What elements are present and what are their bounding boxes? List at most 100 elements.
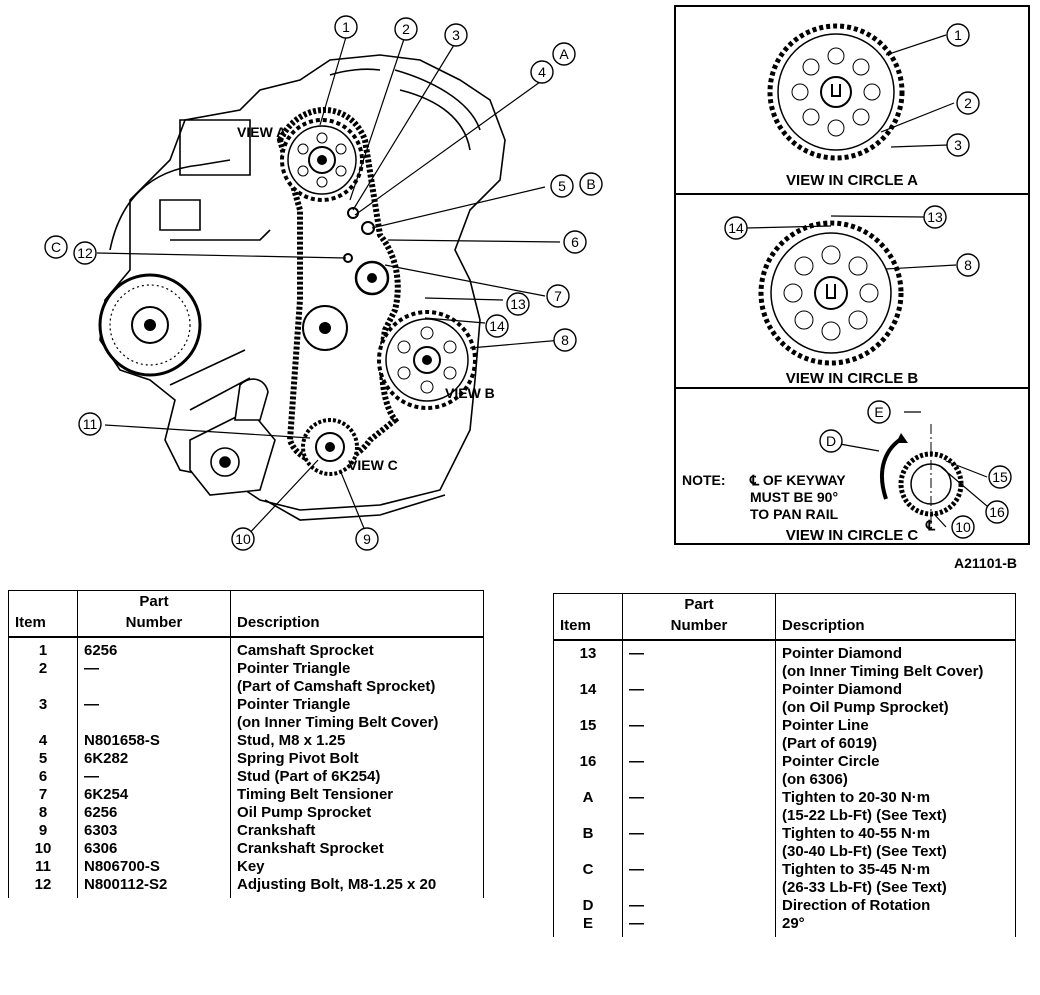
table-row: 3—Pointer Triangle(on Inner Timing Belt …: [8, 696, 484, 732]
cell-item: 12: [8, 876, 78, 898]
cell-description: Pointer Triangle(on Inner Timing Belt Co…: [230, 696, 484, 732]
note-line: ℄ OF KEYWAY: [750, 472, 846, 488]
panel-a-callout: 1: [954, 27, 962, 43]
table-row: B—Tighten to 40-55 N·m(30-40 Lb-Ft) (See…: [553, 825, 1016, 861]
panel-b-callout: 13: [927, 209, 943, 225]
cell-description: Key: [230, 858, 484, 876]
cell-description: Crankshaft Sprocket: [230, 840, 484, 858]
panel-c-callout-circle: [867, 400, 891, 424]
callout-2-circle: [394, 17, 418, 41]
cell-item: C: [553, 861, 623, 897]
description-line: (on 6306): [782, 771, 848, 788]
description-line: Stud, M8 x 1.25: [237, 732, 346, 749]
callout-3-circle: [444, 23, 468, 47]
callout-8-circle: [553, 328, 577, 352]
callout-9: 9: [363, 531, 371, 547]
cell-description: Pointer Triangle(Part of Camshaft Sprock…: [230, 660, 484, 696]
cell-part-number: —: [622, 640, 776, 681]
cell-part-number: 6256: [77, 637, 231, 660]
table-row: 13—Pointer Diamond(on Inner Timing Belt …: [553, 640, 1016, 681]
cell-part-number: N806700-S: [77, 858, 231, 876]
callout-10: 10: [235, 531, 251, 547]
cell-description: Pointer Circle(on 6306): [775, 753, 1016, 789]
cell-description: Crankshaft: [230, 822, 484, 840]
rail: [169, 349, 251, 411]
table-row: 15—Pointer Line(Part of 6019): [553, 717, 1016, 753]
cell-description: Tighten to 35-45 N·m(26-33 Lb-Ft) (See T…: [775, 861, 1016, 897]
col-part-number: Part Number: [622, 593, 776, 641]
col-part-number: Part Number: [77, 590, 231, 638]
view-label-a: VIEW A: [237, 124, 287, 140]
description-line: Timing Belt Tensioner: [237, 786, 394, 803]
cell-item: E: [553, 915, 623, 937]
callout-1: 1: [342, 19, 350, 35]
description-line: (on Inner Timing Belt Cover): [237, 714, 439, 731]
col-description: Description: [775, 593, 1016, 641]
callout-6: 6: [571, 234, 579, 250]
cell-description: Spring Pivot Bolt: [230, 750, 484, 768]
engine-block-outline: [99, 54, 506, 511]
intake-runners: [329, 68, 481, 151]
cell-description: 29°: [775, 915, 1016, 937]
panel-a-callout: 2: [964, 95, 972, 111]
cell-part-number: —: [622, 753, 776, 789]
callout-13-circle: [506, 292, 530, 316]
panel-a-callout-circle: [956, 91, 980, 115]
cell-item: 11: [8, 858, 78, 876]
table-row: 2—Pointer Triangle(Part of Camshaft Spro…: [8, 660, 484, 696]
callout-7: 7: [554, 288, 562, 304]
panel-c-callout: 15: [992, 469, 1008, 485]
description-line: Tighten to 35-45 N·m: [782, 861, 931, 878]
hose-top: [170, 229, 271, 241]
description-line: Stud (Part of 6K254): [237, 768, 381, 785]
cell-item: 6: [8, 768, 78, 786]
callout-letter-B: B: [586, 176, 595, 192]
cell-part-number: N801658-S: [77, 732, 231, 750]
panel-a-drawing: 123: [767, 23, 980, 161]
description-line: Pointer Line: [782, 717, 869, 734]
cell-item: A: [553, 789, 623, 825]
description-line: (Part of 6019): [782, 735, 878, 752]
col-part-line1: Part: [684, 596, 714, 613]
cell-item: 14: [553, 681, 623, 717]
panel-c-callout-circle: [951, 515, 975, 539]
oil-pump-sprocket: [377, 310, 477, 410]
callout-6-circle: [563, 230, 587, 254]
description-line: (26-33 Lb-Ft) (See Text): [782, 879, 947, 896]
cell-part-number: —: [77, 768, 231, 786]
callout-3: 3: [452, 27, 460, 43]
tensioner-pulley: [354, 260, 390, 296]
cell-item: D: [553, 897, 623, 915]
cell-item: B: [553, 825, 623, 861]
col-item: Item: [553, 593, 623, 641]
col-part-line1: Part: [139, 593, 169, 610]
col-part-line2: Number: [125, 614, 183, 631]
cell-part-number: —: [622, 717, 776, 753]
table-row: A—Tighten to 20-30 N·m(15-22 Lb-Ft) (See…: [553, 789, 1016, 825]
callout-13: 13: [510, 296, 526, 312]
description-line: Crankshaft: [237, 822, 316, 839]
cell-part-number: —: [622, 861, 776, 897]
cell-item: 1: [8, 637, 78, 660]
description-line: Pointer Diamond: [782, 681, 903, 698]
description-line: Spring Pivot Bolt: [237, 750, 359, 767]
description-line: Tighten to 20-30 N·m: [782, 789, 931, 806]
crankshaft-damper-pulley: [98, 273, 202, 377]
cell-part-number: —: [77, 696, 231, 732]
description-line: (30-40 Lb-Ft) (See Text): [782, 843, 947, 860]
description-line: Tighten to 40-55 N·m: [782, 825, 931, 842]
